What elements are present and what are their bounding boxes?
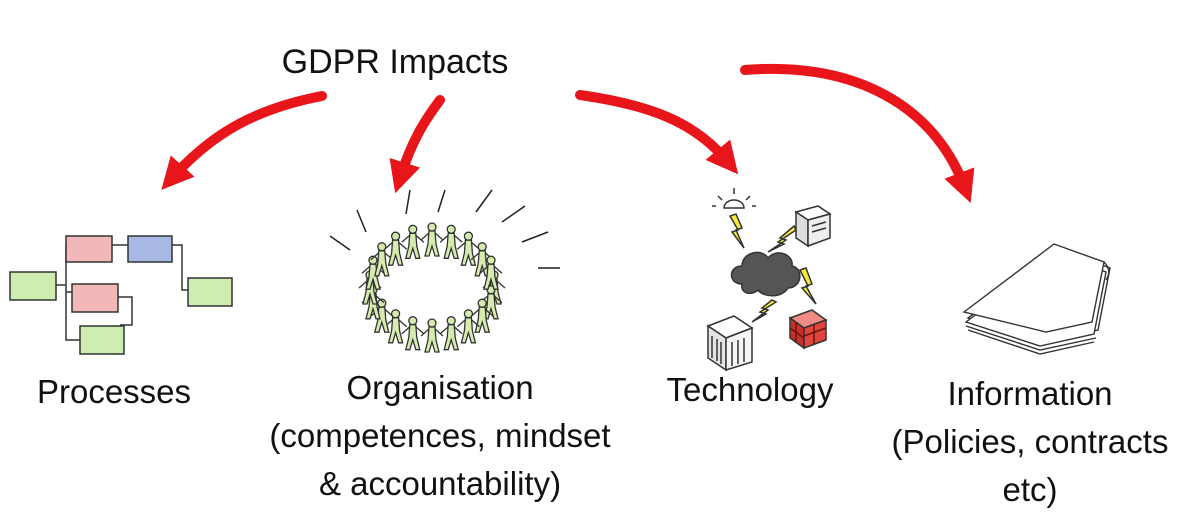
arrow-to-processes bbox=[161, 91, 327, 190]
person-figure bbox=[439, 224, 463, 259]
person-figure bbox=[479, 255, 503, 290]
label-line: & accountability) bbox=[318, 465, 562, 502]
person-figure bbox=[456, 309, 480, 344]
process-flow-icon bbox=[9, 235, 233, 355]
person-figure bbox=[420, 222, 444, 257]
person-figure bbox=[470, 298, 494, 333]
person-figure bbox=[384, 231, 408, 266]
person-figure bbox=[439, 316, 463, 351]
label-technology: Technology bbox=[640, 366, 860, 414]
label-processes: Processes bbox=[14, 368, 214, 416]
label-organisation: Organisation (competences, mindset & acc… bbox=[230, 364, 650, 508]
person-figure bbox=[401, 316, 425, 351]
arrow-to-technology bbox=[575, 90, 739, 175]
person-figure bbox=[420, 318, 444, 353]
label-line: etc) bbox=[1002, 471, 1058, 508]
people-circle-icon bbox=[329, 189, 560, 353]
label-line: (Policies, contracts bbox=[891, 423, 1169, 460]
paper-stack-icon bbox=[962, 243, 1111, 355]
label-line: Processes bbox=[36, 373, 192, 410]
building-icon bbox=[706, 315, 754, 372]
label-line: Technology bbox=[666, 371, 834, 408]
label-line: (competences, mindset bbox=[269, 417, 611, 454]
label-line: Organisation bbox=[346, 369, 534, 406]
arrow-to-organisation bbox=[389, 95, 445, 194]
bulb-icon bbox=[712, 188, 756, 209]
person-figure bbox=[401, 224, 425, 259]
cloud-icon bbox=[730, 251, 801, 297]
person-figure bbox=[456, 231, 480, 266]
network-technology-icon bbox=[706, 188, 832, 372]
diagram-title: GDPR Impacts bbox=[281, 43, 509, 81]
person-figure bbox=[370, 298, 394, 333]
person-figure bbox=[384, 309, 408, 344]
label-information: Information (Policies, contracts etc) bbox=[870, 370, 1190, 514]
server-icon bbox=[794, 205, 832, 248]
label-line: Information bbox=[947, 375, 1113, 412]
arrow-to-information bbox=[740, 63, 975, 203]
arrows bbox=[161, 63, 975, 203]
firewall-icon bbox=[788, 309, 828, 350]
